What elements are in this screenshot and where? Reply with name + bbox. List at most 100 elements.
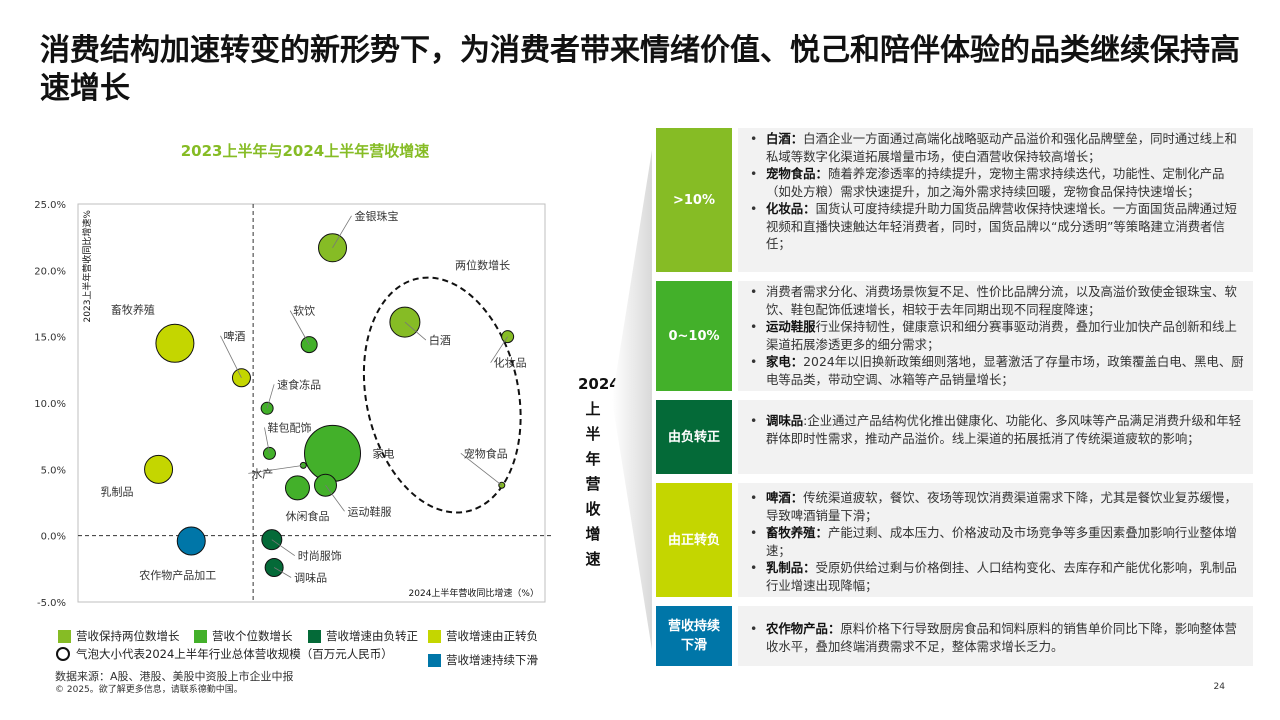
bullet-text: 行业保持韧性，健康意识和细分赛事驱动消费，叠加行业加快产品创新和线上渠道拓展渗透… bbox=[766, 319, 1237, 352]
copyright: © 2025。欲了解更多信息，请联系德勤中国。 bbox=[55, 685, 243, 695]
bullet-item: 啤酒：传统渠道疲软，餐饮、夜场等现饮消费渠道需求下降，尤其是餐饮业复苏缓慢，导致… bbox=[750, 489, 1245, 524]
bullet-head: 家电： bbox=[766, 354, 804, 369]
page-title: 消费结构加速转变的新形势下，为消费者带来情绪价值、悦己和陪伴体验的品类继续保持高… bbox=[40, 33, 1240, 106]
legend-label: 营收个位数增长 bbox=[212, 629, 293, 643]
bubble-label: 畜牧养殖 bbox=[111, 302, 155, 316]
plot-frame bbox=[77, 203, 546, 603]
bubble-label: 休闲食品 bbox=[285, 509, 329, 523]
bubble-label: 软饮 bbox=[293, 304, 315, 318]
bubble-家电 bbox=[304, 424, 362, 482]
bullet-item: 农作物产品：原料价格下行导致厨房食品和饲料原料的销售单价同比下降，影响整体营收水… bbox=[750, 620, 1245, 655]
bubble-label: 速食冻品 bbox=[277, 377, 321, 391]
bullet-head: 化妆品： bbox=[766, 201, 816, 216]
y-tick-label: 5.0% bbox=[41, 465, 66, 476]
legend-label: 营收增速持续下滑 bbox=[446, 653, 538, 667]
category-label-neg-to-pos: 由负转正 bbox=[656, 400, 732, 474]
bullet-text: 产能过剩、成本压力、价格波动及市场竞争等多重因素叠加影响行业整体增速； bbox=[766, 525, 1237, 558]
vertical-label-char: 营 bbox=[585, 475, 601, 493]
legend-swatch bbox=[308, 629, 321, 643]
bullet-head: 畜牧养殖： bbox=[766, 525, 828, 540]
bubble-畜牧养殖 bbox=[155, 323, 195, 363]
bubble-label: 白酒 bbox=[429, 333, 451, 347]
data-source: 数据来源：A股、港股、美股中资股上市企业中报 bbox=[55, 670, 294, 683]
bubble-label: 时尚服饰 bbox=[298, 549, 342, 563]
legend-label: 营收增速由负转正 bbox=[326, 629, 418, 643]
x-axis-label: 2024上半年营收同比增速（%） bbox=[409, 587, 539, 599]
bracket-shape bbox=[612, 150, 652, 650]
bullet-item: 调味品:企业通过产品结构优化推出健康化、功能化、多风味等产品满足消费升级和年轻群… bbox=[750, 412, 1245, 447]
bullet-text: 受原奶供给过剩与价格倒挂、人口结构变化、去库存和产能优化影响，乳制品行业增速出现… bbox=[766, 560, 1237, 593]
legend-swatch bbox=[58, 629, 71, 643]
bullet-head: 啤酒： bbox=[766, 490, 804, 505]
leader-line bbox=[273, 567, 292, 578]
leader-line bbox=[266, 384, 275, 409]
category-desc-gt10: 白酒：白酒企业一方面通过高端化战略驱动产品溢价和强化品牌壁垒，同时通过线上和私域… bbox=[738, 128, 1253, 272]
bubble-label: 调味品 bbox=[294, 572, 327, 585]
bubble-label: 宠物食品 bbox=[464, 446, 508, 460]
bubble-label: 啤酒 bbox=[223, 329, 245, 343]
category-desc-pos-to-neg: 啤酒：传统渠道疲软，餐饮、夜场等现饮消费渠道需求下降，尤其是餐饮业复苏缓慢，导致… bbox=[738, 483, 1253, 597]
bullet-text: :企业通过产品结构优化推出健康化、功能化、多风味等产品满足消费升级和年轻群体即时… bbox=[766, 413, 1242, 446]
vertical-label-char: 2024 bbox=[578, 375, 620, 393]
bubble-size-icon bbox=[56, 647, 70, 661]
vertical-label-char: 上 bbox=[585, 400, 601, 418]
bullet-text: 随着养宠渗透率的持续提升，宠物主需求持续迭代，功能性、定制化产品（如处方粮）需求… bbox=[766, 166, 1225, 199]
bubble-label: 鞋包配饰 bbox=[267, 420, 311, 434]
bullet-item: 化妆品：国货认可度持续提升助力国货品牌营收保持快速增长。一方面国货品牌通过短视频… bbox=[750, 200, 1245, 253]
bubble-label: 水产 bbox=[251, 466, 273, 480]
leader-line bbox=[289, 310, 310, 345]
bullet-item: 消费者需求分化、消费场景恢复不足、性价比品牌分流，以及高溢价致使金银珠宝、软饮、… bbox=[750, 283, 1245, 318]
y-tick-label: 15.0% bbox=[34, 333, 66, 344]
leader-line bbox=[332, 215, 352, 248]
chart-title: 2023上半年与2024上半年营收增速 bbox=[180, 142, 430, 160]
bullet-item: 畜牧养殖：产能过剩、成本压力、价格波动及市场竞争等多重因素叠加影响行业整体增速； bbox=[750, 524, 1245, 559]
legend-item-single-digit: 营收个位数增长 bbox=[194, 628, 293, 644]
leader-line bbox=[248, 464, 304, 474]
vertical-label-char: 增 bbox=[585, 525, 601, 543]
leader-line bbox=[264, 427, 270, 454]
bubble-label: 金银珠宝 bbox=[355, 209, 399, 223]
bullet-head: 运动鞋服 bbox=[766, 319, 816, 334]
y-tick-label: 25.0% bbox=[34, 200, 66, 211]
y-tick-label: 0.0% bbox=[41, 532, 66, 543]
legend-swatch bbox=[194, 629, 207, 643]
bullet-item: 乳制品：受原奶供给过剩与价格倒挂、人口结构变化、去库存和产能优化影响，乳制品行业… bbox=[750, 559, 1245, 594]
leader-line bbox=[325, 485, 345, 512]
bullet-text: 消费者需求分化、消费场景恢复不足、性价比品牌分流，以及高溢价致使金银珠宝、软饮、… bbox=[766, 284, 1237, 317]
leader-line bbox=[220, 335, 242, 378]
legend-item-pos-to-neg: 营收增速由正转负 bbox=[428, 628, 538, 644]
leader-line bbox=[271, 539, 296, 556]
vertical-label-char: 年 bbox=[585, 450, 601, 468]
legend-item-bubble-size: 气泡大小代表2024上半年行业总体营收规模（百万元人民币） bbox=[56, 646, 393, 662]
y-tick-label: 20.0% bbox=[34, 266, 66, 277]
bubble-label: 乳制品 bbox=[101, 485, 134, 498]
y-tick-label: 10.0% bbox=[34, 399, 66, 410]
y-axis-label: 2023上半年营收同比增速% bbox=[81, 210, 93, 323]
highlight-ellipse bbox=[362, 276, 522, 514]
bullet-head: 乳制品： bbox=[766, 560, 816, 575]
bullet-item: 运动鞋服行业保持韧性，健康意识和细分赛事驱动消费，叠加行业加快产品创新和线上渠道… bbox=[750, 318, 1245, 353]
legend-item-neg-to-pos: 营收增速由负转正 bbox=[308, 628, 418, 644]
leader-line bbox=[404, 321, 427, 341]
bubble-label: 农作物产品加工 bbox=[139, 568, 216, 582]
bullet-text: 国货认可度持续提升助力国货品牌营收保持快速增长。一方面国货品牌通过短视频和直播快… bbox=[766, 201, 1237, 251]
legend-label: 气泡大小代表2024上半年行业总体营收规模（百万元人民币） bbox=[76, 647, 393, 661]
bullet-head: 白酒： bbox=[766, 131, 804, 146]
vertical-axis-title: 2024 上 半 年 营 收 增 速 bbox=[578, 372, 620, 572]
bubble-label: 家电 bbox=[373, 446, 395, 460]
legend-label: 营收增速由正转负 bbox=[446, 629, 538, 643]
leader-line bbox=[460, 452, 503, 486]
bubble-农作物产品加工 bbox=[176, 526, 206, 556]
legend-swatch bbox=[428, 629, 441, 643]
bullet-head: 农作物产品： bbox=[766, 621, 841, 636]
bullet-head: 宠物食品： bbox=[766, 166, 828, 181]
bullet-item: 家电：2024年以旧换新政策细则落地，显著激活了存量市场，政策覆盖白电、黑电、厨… bbox=[750, 353, 1245, 388]
bullet-text: 传统渠道疲软，餐饮、夜场等现饮消费渠道需求下降，尤其是餐饮业复苏缓慢，导致啤酒销… bbox=[766, 490, 1237, 523]
bullet-item: 白酒：白酒企业一方面通过高端化战略驱动产品溢价和强化品牌壁垒，同时通过线上和私域… bbox=[750, 130, 1245, 165]
category-label-declining: 营收持续下滑 bbox=[656, 606, 732, 666]
leader-line bbox=[490, 336, 508, 363]
legend-item-two-digit: 营收保持两位数增长 bbox=[58, 628, 180, 644]
category-label-pos-to-neg: 由正转负 bbox=[656, 483, 732, 597]
category-label-0-10: 0~10% bbox=[656, 281, 732, 391]
legend-swatch bbox=[428, 653, 441, 667]
